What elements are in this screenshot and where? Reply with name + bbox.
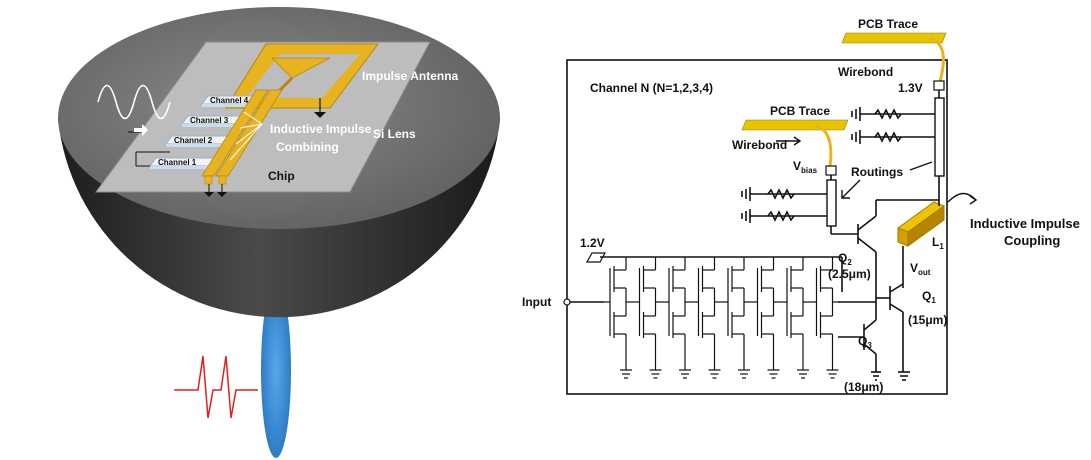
inductive-coupling-label-2: Coupling [1004,233,1060,248]
input-arrow-icon [134,124,148,136]
inverter-stage [722,257,752,379]
vbias-label: Vbias [793,159,818,175]
channel-bar-3 [181,115,249,127]
output-impulse-pulse [174,355,258,419]
channel-labels: Channel 4 Channel 3 Channel 2 Channel 1 [158,96,249,167]
channel-title: Channel N (N=1,2,3,4) [590,81,713,95]
routings-arrow-icon-2 [909,161,933,171]
l1-label: L1 [932,235,944,251]
channel-bar-2 [165,135,235,147]
input-terminal [563,298,571,306]
routing-1v3 [851,90,945,201]
transistor-q2 [857,199,880,292]
inverter-stage [633,257,663,379]
chip-label: Chip [268,169,295,183]
wirebond-mid-label: Wirebond [732,138,787,152]
input-label: Input [522,295,551,309]
channel-boundary-box [566,59,948,395]
inductive-coupling-label-1: Inductive Impulse [970,216,1080,231]
combining-line-left [201,89,269,177]
q3-size-label: (18μm) [844,380,883,394]
channel-label-3: Channel 3 [190,116,229,125]
radiated-beam [261,282,291,458]
routings-arrow-icon [841,179,861,199]
inductor-l1 [896,201,946,247]
v13-label: 1.3V [898,81,923,95]
q2-size-label: (2.5μm) [828,267,871,281]
inverter-stage [604,257,634,379]
inductive-combining-label-1: Inductive Impulse [270,122,372,136]
q1-label: Q1 [922,289,936,305]
combining-line-right [215,89,283,177]
routing-vbias [741,175,858,235]
inverter-stage [781,257,811,379]
pad-vbias [825,165,837,176]
inductive-combining-label-2: Combining [276,140,339,154]
vout-label: Vout [910,261,931,277]
channel-stack [128,89,283,197]
v12-label: 1.2V [580,236,605,250]
wirebond-top-label: Wirebond [838,65,893,79]
pcb-trace-mid-label: PCB Trace [770,104,830,118]
pad-1v3 [933,80,945,91]
transistor-q1 [875,283,910,381]
inverter-stage [692,257,722,379]
channel-bar-4 [201,95,263,107]
wirebond-mid [815,124,833,167]
routings-label: Routings [851,165,903,179]
wirebond-top [929,36,945,83]
input-sine-wave [97,84,171,120]
inverter-chain [604,257,840,379]
impulse-antenna-label: Impulse Antenna [362,69,459,83]
channel-label-4: Channel 4 [210,96,249,105]
pcb-trace-top [841,32,947,44]
pad-1v2 [585,252,607,263]
inverter-stage [810,257,840,379]
pcb-trace-mid [741,119,849,131]
channel-label-2: Channel 2 [174,136,213,145]
si-lens-label: Si Lens [373,127,416,141]
q2-label: Q2 [838,251,852,267]
inverter-stage [751,257,781,379]
inverter-stage [663,257,693,379]
pcb-trace-top-label: PCB Trace [858,17,918,31]
antenna-feed [271,57,331,79]
channel-label-1: Channel 1 [158,158,197,167]
inductive-coupling-arrow-icon [947,192,978,205]
wirebond-mid-arrow-icon [776,136,802,146]
q1-size-label: (15μm) [908,313,947,327]
q3-label: Q3 [858,334,872,350]
